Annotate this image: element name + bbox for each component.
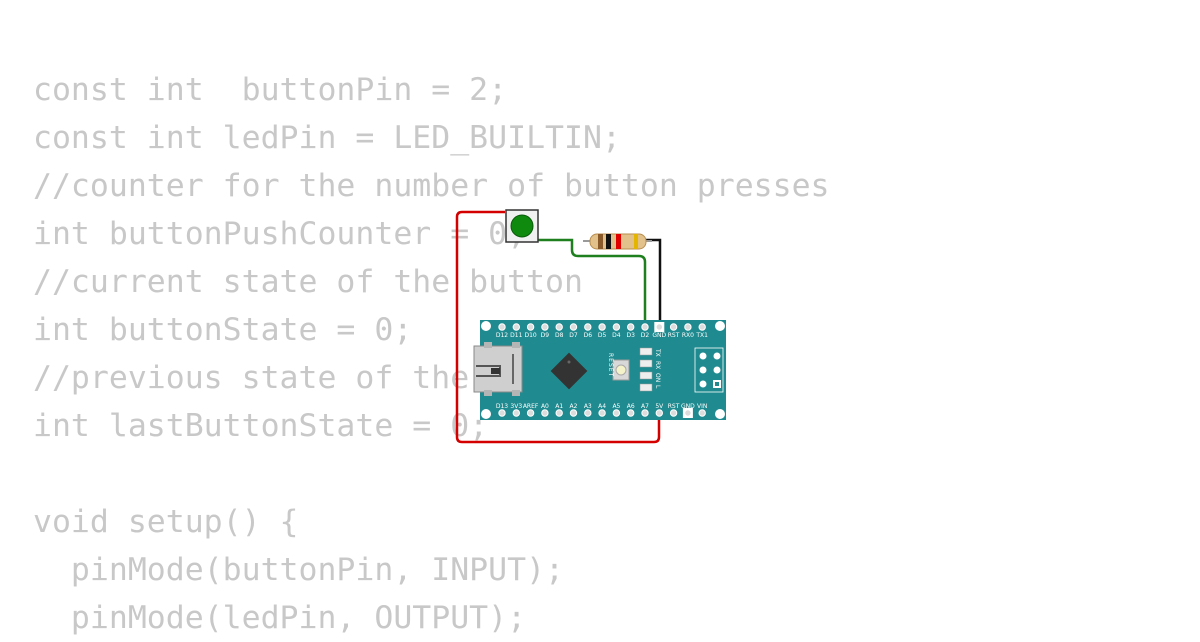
pin-pad xyxy=(512,323,520,331)
pin-pad xyxy=(555,323,563,331)
pin-label: RST xyxy=(668,403,680,410)
pin-label: D13 xyxy=(496,403,508,410)
pin-pad xyxy=(684,409,692,417)
pin-pad xyxy=(612,323,621,331)
pin-pad xyxy=(669,409,678,417)
pin-pad xyxy=(655,323,663,331)
usb-connector xyxy=(473,342,523,396)
pin-pad xyxy=(584,323,592,331)
pin-label: A7 xyxy=(641,403,649,410)
led-label: RX xyxy=(654,361,661,369)
pin-label: D2 xyxy=(641,332,650,339)
pin-pad xyxy=(669,323,678,331)
resistor xyxy=(583,233,652,250)
pin-pad xyxy=(541,323,549,331)
code-line: pinMode(buttonPin, INPUT); xyxy=(33,552,565,588)
wire-green xyxy=(538,238,647,327)
pin-pad xyxy=(698,323,706,331)
pin-pad xyxy=(584,409,592,417)
pin-label: VIN xyxy=(697,403,707,410)
wire-black xyxy=(644,238,662,327)
pin-label: D3 xyxy=(626,332,635,339)
pin-label: D7 xyxy=(569,332,578,339)
pin-label: D8 xyxy=(555,332,564,339)
pin-label: RX0 xyxy=(682,332,694,339)
pin-label: D12 xyxy=(496,332,508,339)
pin-pad xyxy=(526,409,535,417)
pin-label: A2 xyxy=(570,403,578,410)
pin-label: GND xyxy=(652,332,666,339)
led-label: ON xyxy=(654,373,661,382)
pin-pad xyxy=(512,409,520,417)
pin-label: A4 xyxy=(598,403,606,410)
pin-label: 5V xyxy=(655,403,664,410)
status-leds xyxy=(639,347,653,392)
pin-label: A0 xyxy=(541,403,549,410)
code-line: int buttonState = 0; xyxy=(33,312,413,348)
pin-pad xyxy=(627,323,635,331)
pin-pad xyxy=(498,409,506,417)
mount-hole xyxy=(715,321,725,331)
pin-pad xyxy=(641,323,649,331)
pin-pad xyxy=(641,409,649,417)
pin-pad xyxy=(698,409,706,417)
pin-label: D11 xyxy=(510,332,522,339)
pin-label: A5 xyxy=(612,403,620,410)
code-line: void setup() { xyxy=(33,504,299,540)
pin-pad xyxy=(555,409,563,417)
pin-pad xyxy=(684,323,692,331)
pin-pad xyxy=(526,323,535,331)
wire-red xyxy=(455,210,661,444)
code-line: int buttonPushCounter = 0; xyxy=(33,216,527,252)
pin-pad xyxy=(569,409,578,417)
pin-label: RST xyxy=(668,332,680,339)
mount-hole xyxy=(481,321,491,331)
code-line: //current state of the button xyxy=(33,264,583,300)
pin-label: A3 xyxy=(584,403,592,410)
pin-pad xyxy=(498,323,506,331)
led-label: TX xyxy=(654,348,661,357)
mount-hole xyxy=(481,409,491,419)
pin-label: TX1 xyxy=(695,332,708,339)
code-listing: const int buttonPin = 2; const int ledPin… xyxy=(33,66,830,642)
icsp-header xyxy=(694,347,724,393)
pin-pad xyxy=(612,409,621,417)
led-label: L xyxy=(654,385,661,389)
pin-pad xyxy=(627,409,635,417)
pin-pad xyxy=(598,323,606,331)
pin-label: A6 xyxy=(627,403,635,410)
code-line: const int buttonPin = 2; xyxy=(33,72,508,108)
pin-pad xyxy=(655,409,663,417)
push-button xyxy=(505,209,539,243)
mount-hole xyxy=(715,409,725,419)
code-line: const int ledPin = LED_BUILTIN; xyxy=(33,120,621,156)
pin-pad xyxy=(598,409,606,417)
code-line: //counter for the number of button press… xyxy=(33,168,830,204)
pin-label: GND xyxy=(681,403,695,410)
pin-label: AREF xyxy=(523,403,539,410)
pin-pad xyxy=(541,409,549,417)
reset-button xyxy=(612,359,630,381)
pin-label: D10 xyxy=(524,332,536,339)
pin-label: 3V3 xyxy=(510,403,522,410)
pin-label: D4 xyxy=(612,332,621,339)
pin-label: D9 xyxy=(541,332,550,339)
pin-pad xyxy=(569,323,578,331)
reset-label: RESET xyxy=(607,353,614,377)
microcontroller-chip xyxy=(550,352,588,390)
pin-label: D6 xyxy=(584,332,593,339)
pin-label: D5 xyxy=(598,332,607,339)
led-labels: TX RX ON L xyxy=(654,348,661,389)
pin-label: A1 xyxy=(555,403,563,410)
